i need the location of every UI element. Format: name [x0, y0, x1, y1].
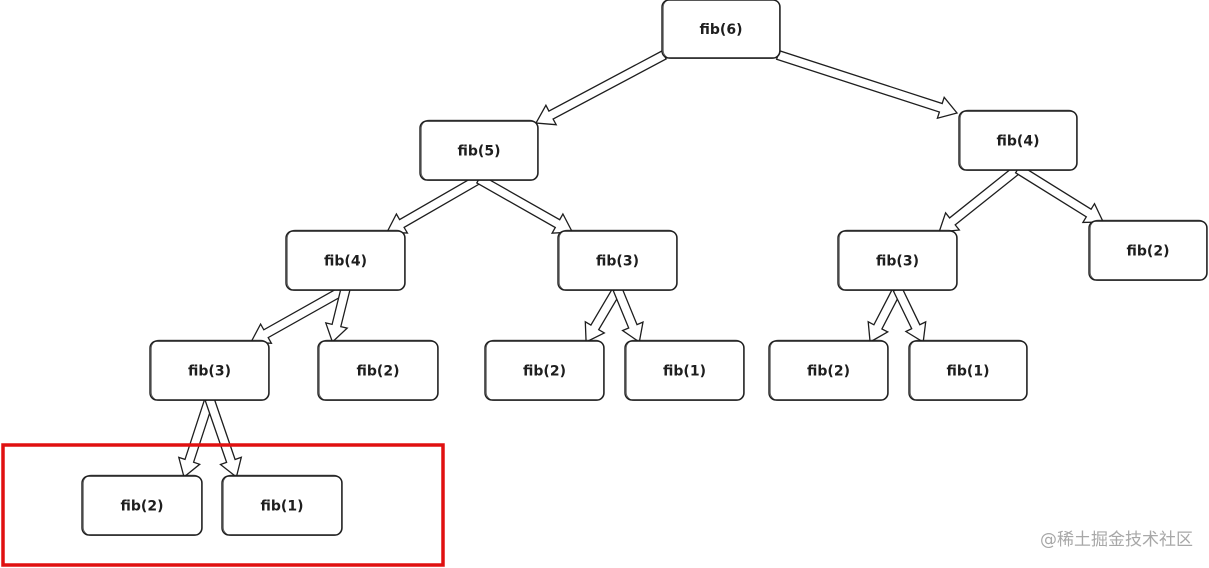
edge-arrow-n3l-n1d	[204, 396, 243, 479]
node-label: fib(2)	[807, 364, 850, 380]
node-n2b: fib(2)	[484, 339, 605, 401]
node-box-outline	[662, 0, 781, 59]
node-n4r: fib(4)	[958, 109, 1078, 171]
node-label: fib(3)	[876, 254, 919, 270]
node-label: fib(5)	[458, 144, 501, 160]
watermark: @稀土掘金技术社区	[1040, 530, 1193, 550]
node-n3m: fib(3)	[557, 229, 678, 291]
node-label: fib(3)	[596, 254, 639, 270]
node-n4l: fib(4)	[285, 229, 406, 291]
node-label: fib(1)	[947, 364, 990, 380]
node-n5: fib(5)	[419, 119, 539, 181]
node-box-outline	[625, 339, 745, 401]
edge-arrow-n4l-n2a	[324, 287, 351, 344]
edge-arrow-n3r-n1c	[892, 286, 927, 344]
node-n2c: fib(2)	[768, 339, 889, 401]
edge-arrow-n5-n4l	[386, 174, 483, 234]
node-box-outline	[558, 229, 678, 291]
node-n3l: fib(3)	[149, 339, 270, 401]
node-box-outline	[420, 119, 539, 181]
node-n3r: fib(3)	[837, 229, 958, 291]
node-n1c: fib(1)	[908, 339, 1028, 401]
edge-arrow-n3m-n1b	[612, 286, 644, 344]
node-label: fib(2)	[121, 499, 164, 515]
node-label: fib(1)	[261, 499, 304, 515]
edge-arrow-n4r-n3r	[938, 164, 1022, 233]
edges-layer	[177, 49, 1105, 479]
node-label: fib(2)	[523, 364, 566, 380]
node-box-outline	[150, 339, 270, 401]
node-box-outline	[1089, 219, 1208, 281]
nodes-layer: fib(6) fib(5) fib(4) fib(4) fib(3) fib(3) fib(…	[81, 0, 1208, 536]
node-n1d: fib(1)	[221, 474, 343, 536]
node-box-outline	[485, 339, 605, 401]
node-n6: fib(6)	[661, 0, 781, 59]
node-box-outline	[286, 229, 406, 291]
node-label: fib(4)	[324, 254, 367, 270]
node-box-outline	[222, 474, 343, 536]
highlight-box	[1, 443, 445, 567]
node-label: fib(3)	[188, 364, 231, 380]
node-box-outline	[909, 339, 1028, 401]
node-label: fib(1)	[663, 364, 706, 380]
edge-arrow-n6-n5	[534, 50, 667, 126]
node-n1b: fib(1)	[624, 339, 745, 401]
node-box-outline	[82, 474, 203, 536]
node-n2d: fib(2)	[81, 474, 203, 536]
edge-arrow-n4r-n2rr	[1014, 164, 1105, 224]
node-label: fib(6)	[700, 22, 743, 38]
edge-arrow-n6-n4r	[775, 49, 959, 120]
node-n2a: fib(2)	[317, 339, 439, 401]
node-box-outline	[959, 109, 1078, 171]
node-box-outline	[318, 339, 439, 401]
node-label: fib(2)	[357, 364, 400, 380]
node-box-outline	[769, 339, 889, 401]
node-box-outline	[838, 229, 958, 291]
edge-arrow-n5-n3m	[475, 174, 574, 234]
node-label: fib(2)	[1127, 244, 1170, 260]
node-n2rr: fib(2)	[1088, 219, 1208, 281]
node-label: fib(4)	[997, 134, 1040, 150]
